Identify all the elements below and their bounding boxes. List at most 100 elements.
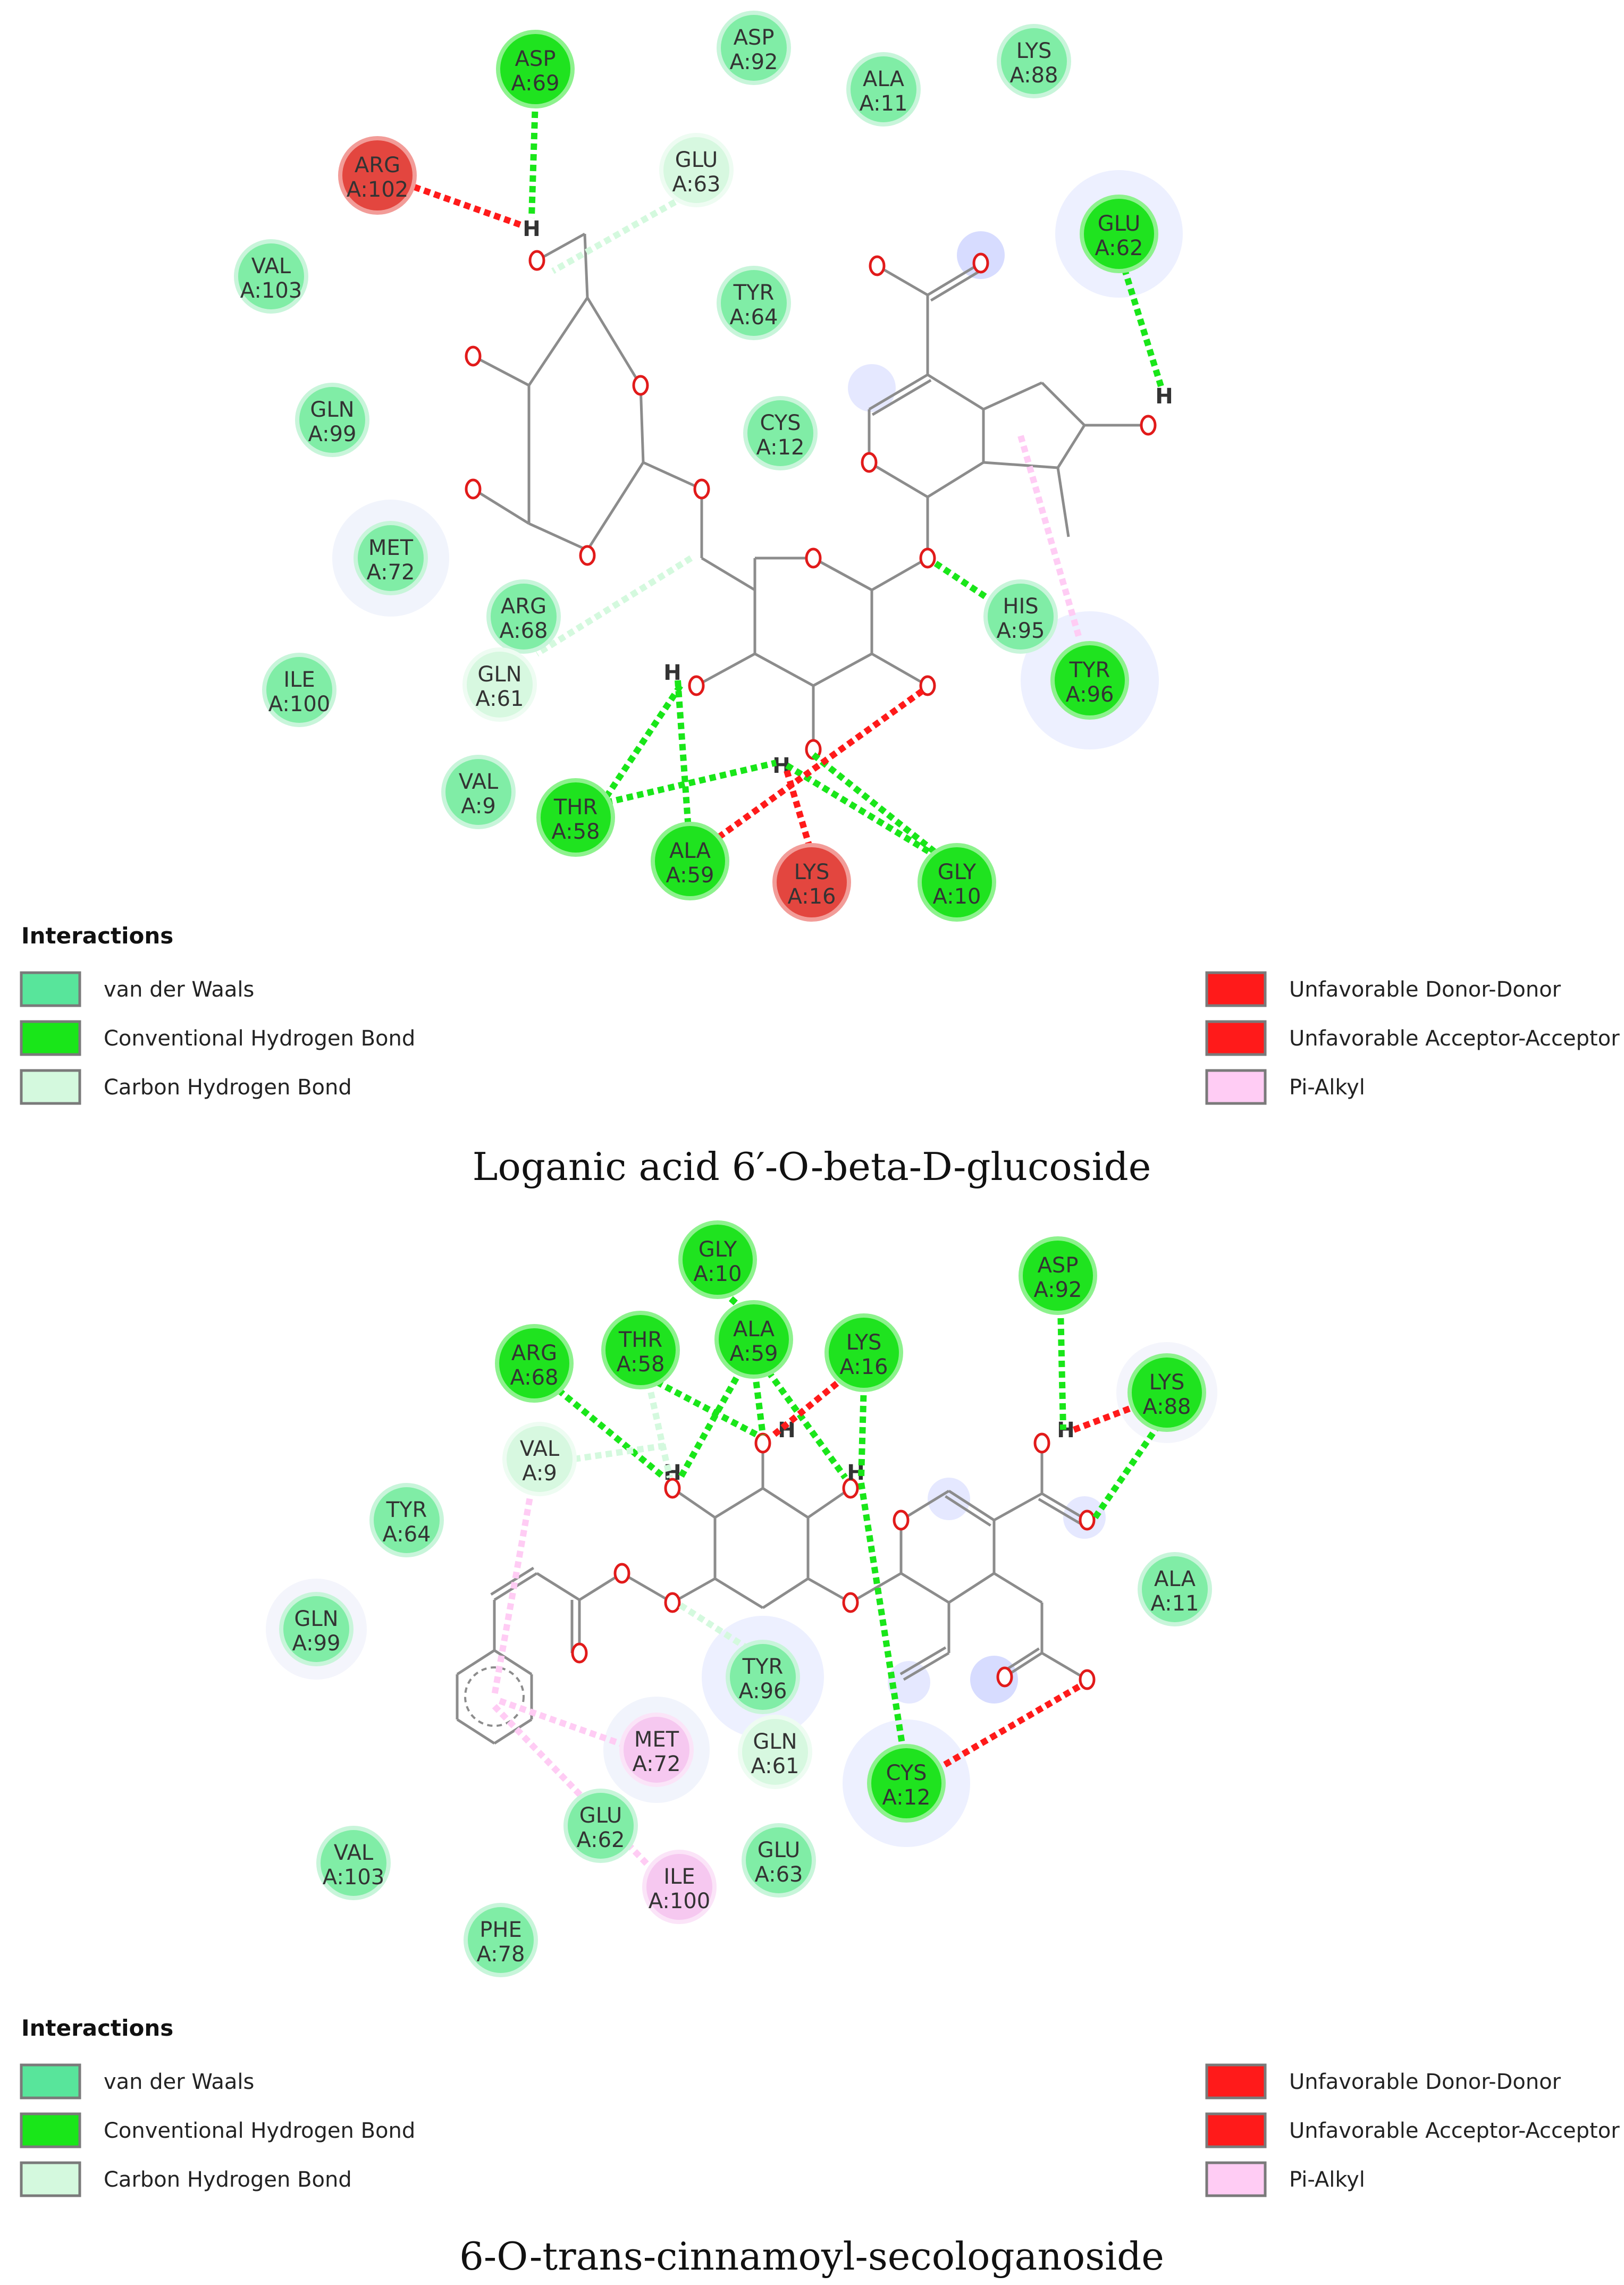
legend-swatch	[1205, 971, 1267, 1007]
residue-number: A:92	[1033, 1278, 1082, 1302]
interaction-conventional-hbond	[675, 680, 692, 830]
interaction-conventional-hbond	[765, 1369, 848, 1480]
residue-name: LYS	[1016, 39, 1052, 63]
residue-number: A:103	[240, 279, 302, 303]
residue-disc	[1001, 28, 1067, 94]
bond-line	[762, 1487, 809, 1519]
residue-number: A:72	[632, 1752, 680, 1776]
bond-line	[695, 652, 756, 687]
legend-label: van der Waals	[104, 977, 254, 1002]
residue-name: ASP	[515, 47, 556, 71]
oxygen-atom	[919, 675, 936, 696]
bond-line	[1056, 467, 1070, 537]
residue-disc	[283, 1596, 349, 1662]
residue-number: A:64	[729, 305, 778, 330]
bond-line	[472, 355, 530, 387]
oxygen-atom	[571, 1642, 588, 1664]
legend-label: Carbon Hydrogen Bond	[104, 1075, 352, 1100]
bond-line	[583, 233, 589, 298]
residue-name: ARG	[501, 594, 546, 619]
panel-loganic-acid-glucoside: HHHHASPA:69ASPA:92ALAA:11LYSA:88ARGA:102…	[20, 11, 1620, 1189]
double-bond-line	[930, 267, 985, 302]
residue-disc	[374, 1487, 440, 1553]
residue-number: A:99	[308, 422, 356, 446]
residue-number: A:16	[839, 1355, 888, 1379]
residue-disc	[321, 1830, 386, 1896]
interaction-conventional-hbond	[858, 1384, 867, 1478]
residue-disc	[746, 1827, 812, 1893]
interaction-conventional-hbond	[858, 1482, 907, 1755]
figure-caption: Loganic acid 6′-O-beta-D-glucoside	[473, 1144, 1151, 1189]
residue-disc	[683, 1225, 753, 1295]
bond-line	[586, 297, 642, 386]
interaction-conventional-hbond	[655, 1379, 759, 1438]
legend-label: Unfavorable Donor-Donor	[1289, 977, 1561, 1002]
bond-line	[586, 461, 645, 551]
interaction-pi-alkyl	[498, 1698, 629, 1749]
interaction-conventional-hbond	[1092, 1422, 1162, 1520]
bond-line	[621, 1572, 674, 1604]
residue-number: A:100	[649, 1889, 710, 1913]
bond-line	[456, 1649, 495, 1676]
residue-number: A:88	[1009, 63, 1058, 88]
residue-name: ALA	[1154, 1567, 1196, 1591]
interaction-conventional-hbond	[556, 1387, 667, 1480]
legend-label: Unfavorable Donor-Donor	[1289, 2070, 1561, 2094]
residue-name: ILE	[283, 668, 315, 692]
bond-line	[493, 1649, 533, 1676]
residue-number: A:9	[461, 794, 496, 819]
bond-line	[993, 1572, 1043, 1604]
residue-name: ILE	[663, 1865, 695, 1889]
legend-swatch	[20, 2112, 81, 2148]
interaction-carbon-hbond	[574, 1443, 665, 1462]
residue-number: A:69	[511, 71, 559, 96]
residue-name: MET	[634, 1727, 679, 1752]
oxygen-atom	[1079, 1510, 1096, 1531]
interaction-unfavorable	[933, 1682, 1084, 1773]
interaction-conventional-hbond	[752, 1371, 766, 1436]
legend-swatch	[20, 2161, 81, 2197]
residue-number: A:63	[672, 172, 720, 197]
oxygen-atom	[842, 1478, 859, 1499]
oxygen-atom	[465, 478, 482, 500]
double-bond-line	[945, 1495, 991, 1527]
residue-name: THR	[553, 795, 598, 820]
oxygen-atom	[972, 252, 989, 274]
residue-disc	[1084, 199, 1154, 269]
residue-name: GLU	[579, 1803, 622, 1828]
residue-number: A:64	[382, 1522, 431, 1547]
double-bond-line	[899, 1646, 947, 1675]
oxygen-atom	[842, 1592, 859, 1613]
residue-name: LYS	[1149, 1370, 1185, 1395]
oxygen-atom	[528, 250, 545, 271]
interaction-conventional-hbond	[603, 684, 683, 799]
residue-name: VAL	[334, 1841, 374, 1865]
double-bond-line	[1038, 1498, 1085, 1527]
legend-title: Interactions	[21, 923, 173, 949]
bond-line	[1041, 1492, 1088, 1522]
residue-number: A:58	[616, 1352, 664, 1377]
residue-name: GLU	[675, 148, 718, 172]
residue-name: ASP	[734, 26, 775, 50]
residue-disc	[747, 400, 813, 466]
oxygen-atom	[693, 478, 710, 500]
residue-number: A:103	[323, 1865, 384, 1890]
oxygen-atom	[869, 255, 886, 276]
residue-disc	[467, 652, 533, 718]
residue-number: A:68	[510, 1365, 558, 1390]
